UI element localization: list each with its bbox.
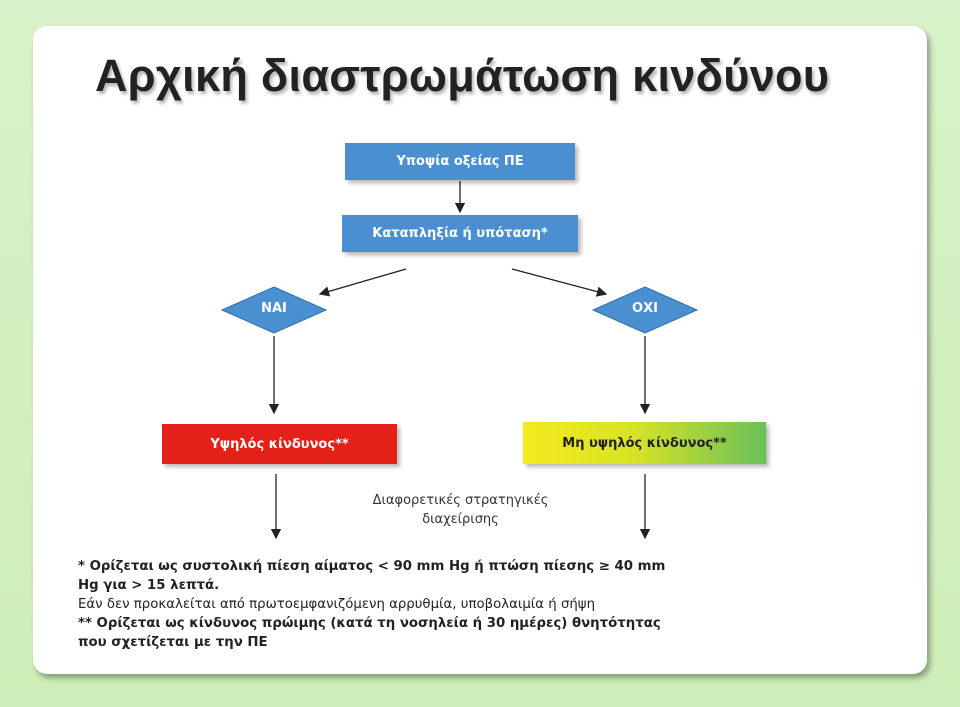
footnotes: * Ορίζεται ως συστολική πίεση αίματος < … xyxy=(78,557,878,652)
strategy-line-1: Διαφορετικές στρατηγικές xyxy=(372,493,549,508)
diamond-no xyxy=(591,286,699,334)
arrow-question-to-no xyxy=(511,268,608,297)
slide-panel xyxy=(33,26,927,674)
strategy-line-2: διαχείρισης xyxy=(422,512,499,527)
arrow-question-to-yes xyxy=(318,268,407,297)
no-label: ΟΧΙ xyxy=(632,301,658,316)
question-box: Καταπληξία ή υπόταση* xyxy=(342,215,578,252)
diamond-yes xyxy=(220,286,328,334)
footnote-1-line-2: Hg για > 15 λεπτά. xyxy=(78,578,220,593)
high-risk-box: Υψηλός κίνδυνος** xyxy=(162,424,397,464)
page-title: Αρχική διαστρωμάτωση κινδύνου xyxy=(95,50,830,101)
footnote-1-line-1: * Ορίζεται ως συστολική πίεση αίματος < … xyxy=(78,559,666,574)
footnote-2-line-2: που σχετίζεται με την ΠΕ xyxy=(78,635,268,650)
yes-label: ΝΑΙ xyxy=(261,301,287,316)
footnote-1-line-3: Εάν δεν προκαλείται από πρωτοεμφανιζόμεν… xyxy=(78,597,595,612)
not-high-risk-box: Μη υψηλός κίνδυνος** xyxy=(523,422,766,464)
strategy-caption: Διαφορετικές στρατηγικές διαχείρισης xyxy=(318,491,603,529)
footnote-2-line-1: ** Ορίζεται ως κίνδυνος πρώιμης (κατά τη… xyxy=(78,616,661,631)
start-box: Υποψία οξείας ΠΕ xyxy=(345,143,575,180)
